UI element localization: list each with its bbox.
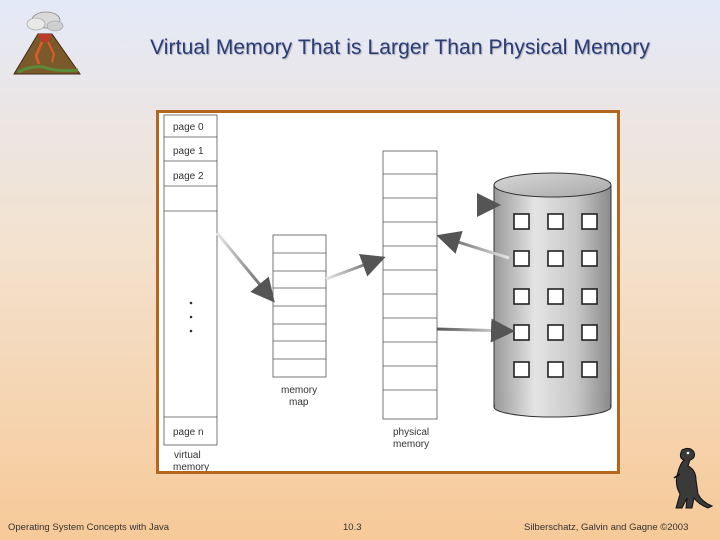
memory-map-column: memory map [272, 234, 327, 408]
slide-title: Virtual Memory That is Larger Than Physi… [150, 36, 650, 59]
ellipsis-dot [189, 329, 193, 333]
virtual-memory-label-line2: memory [173, 462, 209, 471]
virtual-page-1: page 1 [173, 146, 204, 157]
virtual-page-0: page 0 [173, 122, 204, 133]
arrow-disk-to-physical [436, 230, 510, 260]
footer-slide-number: 10.3 [343, 522, 362, 533]
virtual-memory-diagram: page 0 page 1 page 2 page n virtual memo… [163, 114, 612, 473]
physical-memory-column: physical memory [382, 150, 438, 450]
footer-copyright: Silberschatz, Galvin and Gagne ©2003 [524, 522, 689, 533]
virtual-page-n: page n [173, 427, 204, 438]
virtual-memory-column: page 0 page 1 page 2 page n virtual memo… [163, 114, 218, 473]
ellipsis-dot [189, 315, 193, 319]
arrow-map-to-physical [325, 253, 386, 281]
memory-map-label-line2: map [289, 397, 309, 408]
memory-map-label-line1: memory [281, 385, 317, 396]
diagram-panel: page 0 page 1 page 2 page n virtual memo… [156, 110, 620, 474]
physical-memory-label-line1: physical [393, 427, 429, 438]
volcano-logo-icon [6, 4, 84, 87]
dinosaur-logo-icon [660, 444, 716, 519]
virtual-memory-label-line1: virtual [174, 450, 201, 461]
arrow-physical-to-disk-lower [436, 318, 515, 343]
physical-memory-label-line2: memory [393, 439, 429, 450]
mapping-arrows [215, 193, 515, 343]
ellipsis-dot [189, 301, 193, 305]
virtual-page-2: page 2 [173, 171, 204, 182]
footer-course-title: Operating System Concepts with Java [8, 522, 170, 533]
arrow-virtual-to-map [215, 232, 275, 303]
disk-cylinder-icon [493, 172, 612, 418]
